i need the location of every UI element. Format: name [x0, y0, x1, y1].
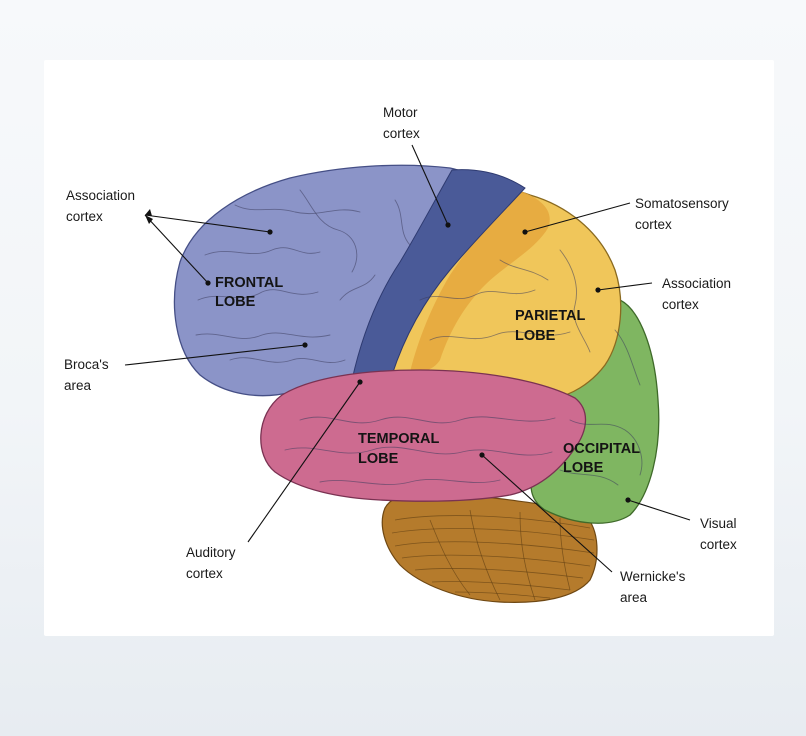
association-cortex-parietal-label: Association cortex	[662, 276, 735, 312]
wernickes-area-label: Wernicke's area	[620, 569, 689, 605]
frontal-lobe-label: FRONTAL LOBE	[215, 275, 287, 310]
cerebellum	[381, 490, 598, 603]
parietal-lobe-label: PARIETAL LOBE	[515, 308, 589, 344]
visual-cortex-label: Visual cortex	[700, 516, 740, 552]
somatosensory-cortex-label: Somatosensory cortex	[635, 196, 733, 232]
gyri-texture	[195, 189, 643, 486]
occipital-lobe-label: OCCIPITAL LOBE	[563, 441, 644, 476]
temporal-lobe-label: TEMPORAL LOBE	[358, 431, 443, 467]
somatosensory-strip	[410, 190, 550, 372]
brocas-area-label: Broca's area	[64, 357, 112, 393]
association-cortex-frontal-label: Association cortex	[66, 188, 139, 224]
temporal-lobe	[260, 369, 587, 502]
auditory-cortex-label: Auditory cortex	[186, 545, 239, 581]
leader-lines	[124, 144, 691, 573]
motor-cortex-label: Motor cortex	[383, 105, 421, 141]
